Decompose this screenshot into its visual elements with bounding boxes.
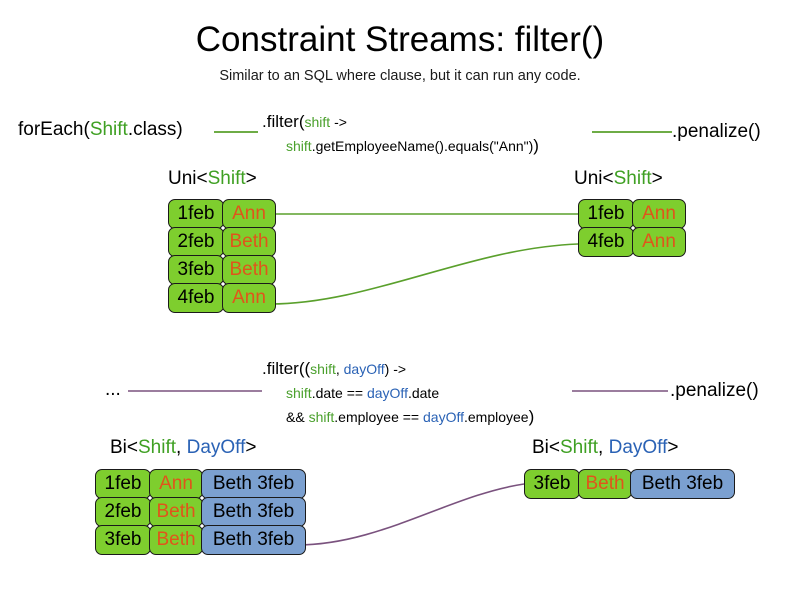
foreach-prefix: forEach( [18, 119, 90, 140]
stream-label-uni-output: Uni<Shift> [574, 168, 663, 190]
filter-bottom-comma: , [335, 361, 344, 377]
bi-output-table: 3feb Beth Beth 3feb [524, 469, 735, 499]
filter-top-lambda-var: shift [304, 114, 331, 130]
uni-output-type: Shift [613, 168, 652, 189]
table-row[interactable]: 1feb Ann [578, 199, 686, 229]
filter-bottom-close-paren: ) [528, 407, 535, 426]
table-row[interactable]: 3feb Beth Beth 3feb [95, 525, 306, 555]
filter-top-line1: .filter(shift -> [262, 110, 539, 134]
filter-bottom-line2: shift.date == dayOff.date [262, 381, 534, 405]
filter-bottom-l3-var1: shift [308, 409, 335, 425]
cell-shift-date: 2feb [95, 497, 151, 527]
bi-output-suffix: > [667, 437, 679, 458]
table-row[interactable]: 3feb Beth [168, 255, 276, 285]
connector-bi-row3 [296, 483, 525, 546]
cell-shift-date: 4feb [168, 283, 224, 313]
stream-label-uni-input: Uni<Shift> [168, 168, 257, 190]
cell-shift-employee: Ann [222, 199, 276, 229]
filter-bottom-arrow: ) -> [384, 361, 407, 377]
cell-dayoff: Beth 3feb [630, 469, 735, 499]
cell-shift-employee: Beth [149, 497, 203, 527]
filter-bottom-l3-and: && [286, 409, 309, 425]
source-ellipsis: ... [105, 379, 121, 400]
uni-output-prefix: Uni< [574, 168, 614, 189]
bi-input-table: 1feb Ann Beth 3feb 2feb Beth Beth 3feb 3… [95, 469, 306, 555]
filter-bottom-l2-mid: .date == [311, 385, 367, 401]
filter-bottom-l2-end: .date [407, 385, 440, 401]
penalize-label-top: .penalize() [672, 121, 761, 142]
cell-shift-date: 1feb [168, 199, 224, 229]
uni-input-table: 1feb Ann 2feb Beth 3feb Beth 4feb Ann [168, 199, 276, 313]
foreach-suffix: .class) [127, 119, 183, 140]
filter-top-arrow: -> [330, 114, 347, 130]
filter-bottom-l3-var2: dayOff [423, 409, 464, 425]
filter-bottom-l3-end: .employee [464, 409, 529, 425]
cell-shift-employee: Beth [578, 469, 632, 499]
filter-bottom-l2-var2: dayOff [366, 385, 408, 401]
filter-top-body-rest: .getEmployeeName().equals("Ann") [311, 138, 534, 154]
table-row[interactable]: 4feb Ann [168, 283, 276, 313]
uni-input-type: Shift [207, 168, 246, 189]
bi-output-comma: , [598, 437, 609, 458]
cell-shift-employee: Ann [222, 283, 276, 313]
filter-bottom-line1: .filter((shift, dayOff) -> [262, 357, 534, 381]
table-row[interactable]: 3feb Beth Beth 3feb [524, 469, 735, 499]
table-row[interactable]: 2feb Beth [168, 227, 276, 257]
bi-input-comma: , [176, 437, 187, 458]
filter-bottom-call: .filter(( [262, 359, 311, 378]
connector-uni-row4 [269, 243, 579, 305]
cell-dayoff: Beth 3feb [201, 497, 306, 527]
cell-shift-date: 3feb [168, 255, 224, 285]
table-row[interactable]: 1feb Ann [168, 199, 276, 229]
filter-top-close-paren: ) [533, 136, 539, 155]
filter-bottom-l3-mid: .employee == [334, 409, 423, 425]
table-row[interactable]: 4feb Ann [578, 227, 686, 257]
filter-expression-top: .filter(shift -> shift.getEmployeeName()… [262, 110, 539, 158]
uni-input-prefix: Uni< [168, 168, 208, 189]
uni-output-table: 1feb Ann 4feb Ann [578, 199, 686, 257]
bi-output-type1: Shift [560, 437, 599, 458]
cell-shift-employee: Beth [222, 227, 276, 257]
bi-input-prefix: Bi< [110, 437, 138, 458]
cell-shift-date: 1feb [95, 469, 151, 499]
foreach-type: Shift [89, 119, 128, 140]
cell-shift-date: 4feb [578, 227, 634, 257]
filter-bottom-lambda-var1: shift [310, 361, 336, 377]
bi-output-type2: DayOff [608, 437, 668, 458]
stream-label-bi-output: Bi<Shift, DayOff> [532, 437, 678, 459]
cell-shift-employee: Beth [222, 255, 276, 285]
uni-input-suffix: > [245, 168, 257, 189]
table-row[interactable]: 2feb Beth Beth 3feb [95, 497, 306, 527]
cell-shift-date: 3feb [524, 469, 580, 499]
bi-input-suffix: > [245, 437, 257, 458]
cell-shift-employee: Ann [632, 227, 686, 257]
page-subtitle: Similar to an SQL where clause, but it c… [219, 68, 581, 84]
filter-top-line2: shift.getEmployeeName().equals("Ann")) [262, 134, 539, 158]
filter-top-body-var: shift [286, 138, 312, 154]
filter-bottom-l2-var1: shift [286, 385, 312, 401]
bi-output-prefix: Bi< [532, 437, 560, 458]
cell-shift-employee: Ann [632, 199, 686, 229]
uni-output-suffix: > [651, 168, 663, 189]
bi-input-type1: Shift [138, 437, 177, 458]
table-row[interactable]: 1feb Ann Beth 3feb [95, 469, 306, 499]
page-title: Constraint Streams: filter() [195, 20, 605, 59]
cell-shift-date: 2feb [168, 227, 224, 257]
filter-top-call: .filter( [262, 112, 305, 131]
stream-label-bi-input: Bi<Shift, DayOff> [110, 437, 256, 459]
filter-expression-bottom: .filter((shift, dayOff) -> shift.date ==… [262, 357, 534, 429]
cell-dayoff: Beth 3feb [201, 469, 306, 499]
bi-input-type2: DayOff [186, 437, 246, 458]
filter-bottom-lambda-var2: dayOff [343, 361, 385, 377]
foreach-expression: forEach(Shift.class) [18, 118, 183, 142]
cell-dayoff: Beth 3feb [201, 525, 306, 555]
cell-shift-employee: Ann [149, 469, 203, 499]
cell-shift-date: 3feb [95, 525, 151, 555]
cell-shift-employee: Beth [149, 525, 203, 555]
cell-shift-date: 1feb [578, 199, 634, 229]
filter-bottom-line3: && shift.employee == dayOff.employee) [262, 405, 534, 429]
penalize-label-bottom: .penalize() [670, 380, 759, 401]
